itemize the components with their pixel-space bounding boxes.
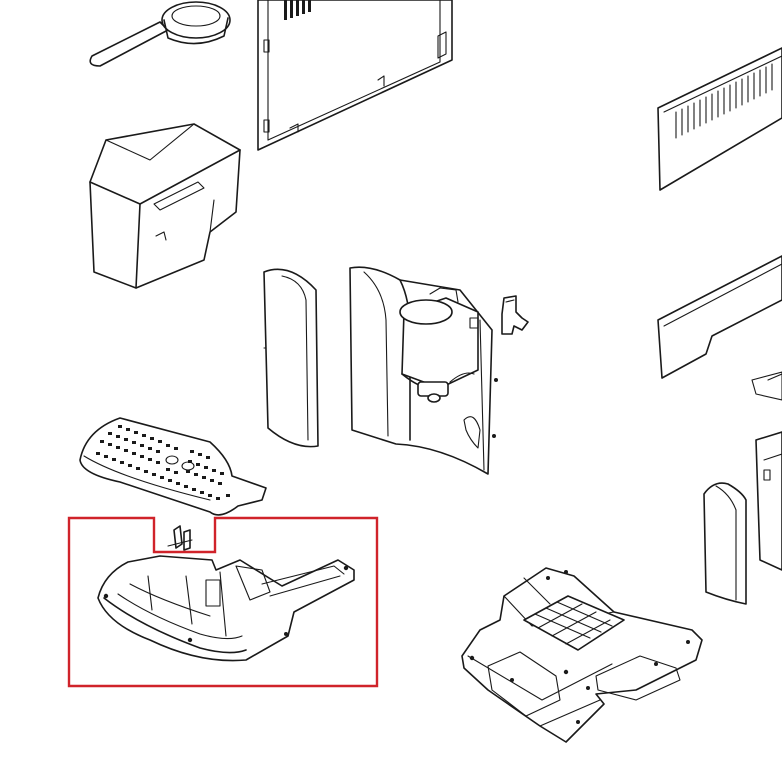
highlight-frame [67, 516, 379, 688]
side-grille-slots [675, 63, 773, 139]
left-side-cover[interactable] [263, 268, 319, 448]
rear-panel[interactable] [257, 0, 453, 151]
float-indicator[interactable] [167, 525, 193, 551]
release-clip[interactable] [501, 295, 529, 335]
lower-side-panel[interactable] [657, 255, 782, 401]
cup-grid[interactable] [79, 417, 267, 516]
measuring-scoop[interactable] [89, 1, 231, 67]
rear-panel-vents [284, 0, 311, 20]
water-tank[interactable] [89, 123, 241, 289]
cup-grid-holes [96, 425, 230, 500]
side-grille-panel[interactable] [657, 47, 782, 191]
right-side-cover[interactable] [703, 431, 782, 605]
brew-unit-front-cover[interactable] [349, 266, 498, 475]
drip-tray-base[interactable] [97, 555, 355, 662]
chassis-base[interactable] [461, 567, 703, 743]
